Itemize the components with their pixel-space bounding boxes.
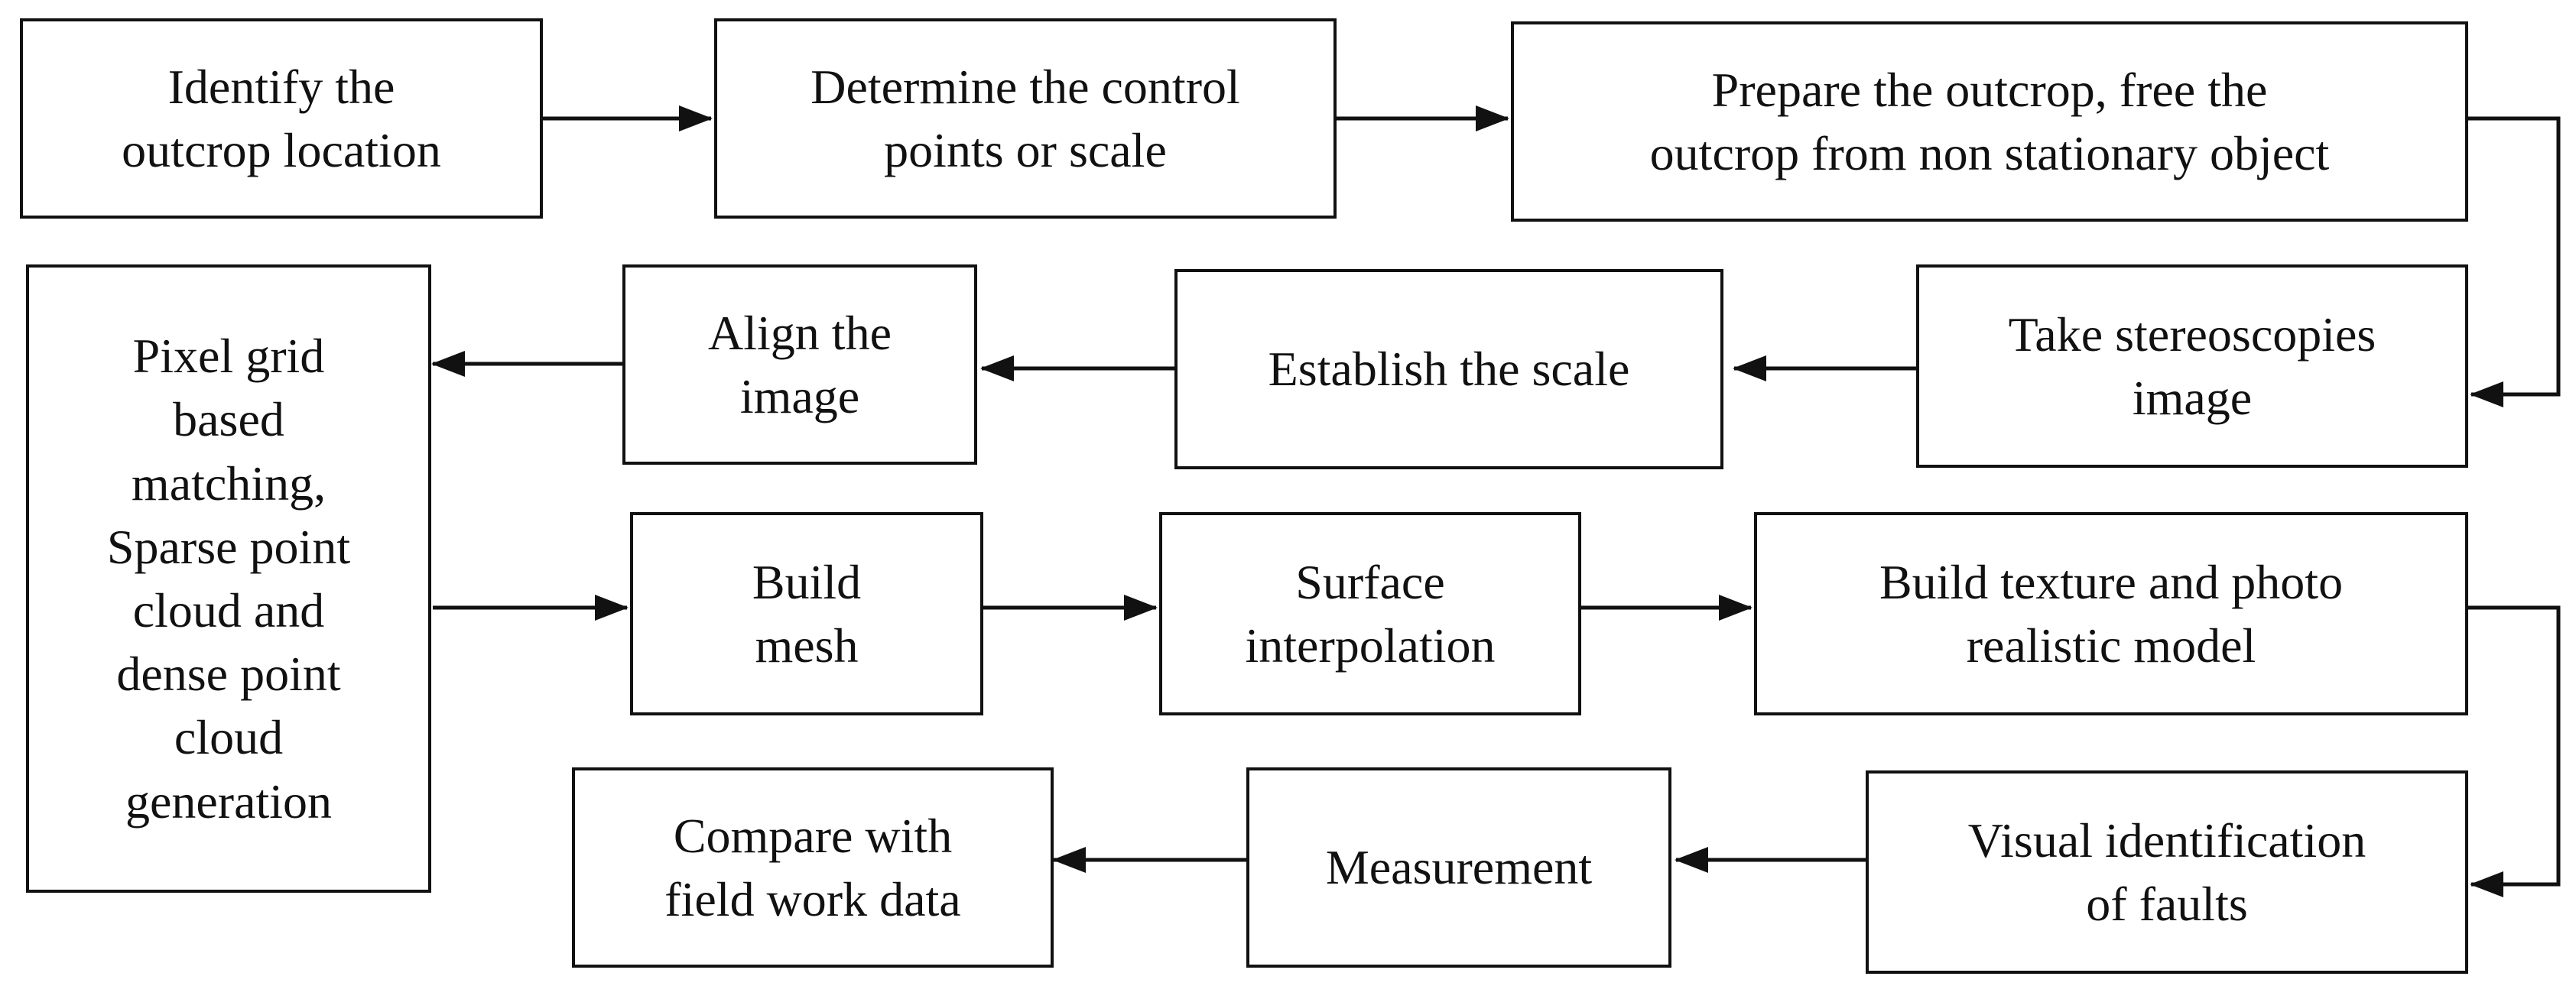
step-label: Build mesh <box>752 554 862 673</box>
step-label: Align the image <box>708 305 892 423</box>
step-pixel-grid-matching: Pixel grid based matching, Sparse point … <box>26 264 431 893</box>
step-determine-control-points: Determine the control points or scale <box>714 18 1337 219</box>
step-visual-identification-faults: Visual identification of faults <box>1866 770 2468 974</box>
step-label: Compare with field work data <box>664 808 961 926</box>
step-align-image: Align the image <box>622 264 977 465</box>
step-prepare-outcrop: Prepare the outcrop, free the outcrop fr… <box>1511 21 2468 222</box>
step-identify-outcrop-location: Identify the outcrop location <box>20 18 543 219</box>
step-build-mesh: Build mesh <box>630 512 983 715</box>
step-surface-interpolation: Surface interpolation <box>1159 512 1581 715</box>
step-take-stereoscopies-image: Take stereoscopies image <box>1916 264 2468 468</box>
step-label: Measurement <box>1325 840 1593 895</box>
step-label: Establish the scale <box>1268 342 1630 397</box>
step-label: Pixel grid based matching, Sparse point … <box>106 329 351 829</box>
step-label: Surface interpolation <box>1245 554 1496 673</box>
arrow-s3-s4 <box>2468 116 2561 407</box>
step-label: Take stereoscopies image <box>2008 307 2376 425</box>
step-compare-field-work: Compare with field work data <box>572 767 1054 968</box>
step-label: Prepare the outcrop, free the outcrop fr… <box>1649 62 2330 180</box>
step-build-texture-model: Build texture and photo realistic model <box>1754 512 2468 715</box>
arrow-s10-s11 <box>2468 605 2561 897</box>
step-label: Build texture and photo realistic model <box>1879 554 2344 673</box>
step-measurement: Measurement <box>1246 767 1671 968</box>
step-label: Determine the control points or scale <box>810 59 1240 177</box>
step-label: Identify the outcrop location <box>122 59 441 177</box>
step-label: Visual identification of faults <box>1967 812 2366 931</box>
step-establish-scale: Establish the scale <box>1174 269 1723 469</box>
